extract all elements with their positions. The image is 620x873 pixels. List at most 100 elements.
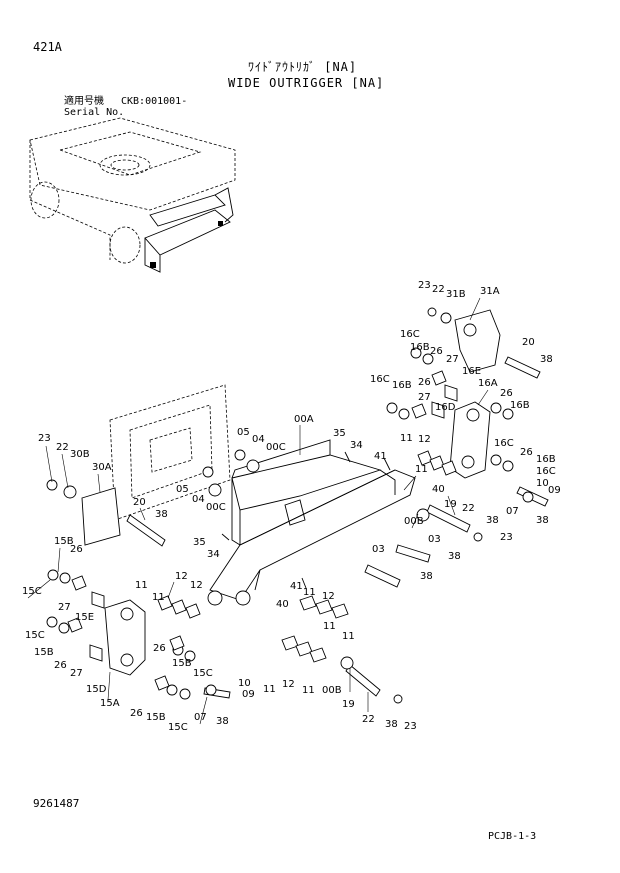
callout: 15C [168, 722, 188, 733]
callout: 27 [418, 392, 431, 403]
callout: 12 [175, 571, 188, 582]
callout: 16C [494, 438, 514, 449]
page-reference: PCJB-1-3 [488, 831, 537, 842]
callout: 15B [54, 536, 74, 547]
callout: 38 [448, 551, 461, 562]
callout: 15C [22, 586, 42, 597]
callout: 15A [100, 698, 120, 709]
callout: 23 [404, 721, 417, 732]
callout: 26 [54, 660, 67, 671]
callout: 30B [70, 449, 90, 460]
title-english: WIDE OUTRIGGER [NA] [228, 76, 385, 90]
bolts [221, 451, 391, 589]
callout: 41 [374, 451, 387, 462]
callout: 00C [206, 502, 226, 513]
callout: 15C [25, 630, 45, 641]
callout: 12 [190, 580, 203, 591]
callout: 16C [536, 466, 556, 477]
callout: 15B [34, 647, 54, 658]
callout: 15C [193, 668, 213, 679]
callout: 26 [500, 388, 513, 399]
callout: 15B [146, 712, 166, 723]
callout: 03 [372, 544, 385, 555]
callout: 23 [418, 280, 431, 291]
cover-30A [81, 487, 121, 546]
callout: 11 [415, 464, 428, 475]
shims [67, 370, 458, 691]
callout: 22 [432, 284, 445, 295]
drawing-number: 9261487 [33, 797, 80, 810]
callout: 38 [540, 354, 553, 365]
callout: 04 [192, 494, 205, 505]
callout: 12 [322, 591, 335, 602]
callout: 26 [70, 544, 83, 555]
callout: 27 [58, 602, 71, 613]
callout: 09 [548, 485, 561, 496]
callout: 07 [506, 506, 519, 517]
callout: 34 [350, 440, 363, 451]
callout: 11 [400, 433, 413, 444]
callout: 09 [242, 689, 255, 700]
callout: 15D [86, 684, 107, 695]
callout: 23 [38, 433, 51, 444]
machine-overview-sketch [29, 117, 236, 273]
callout: 16E [462, 366, 481, 377]
callout: 19 [342, 699, 355, 710]
callout: 12 [282, 679, 295, 690]
callout: 05 [237, 427, 250, 438]
callout: 40 [276, 599, 289, 610]
callout: 11 [302, 685, 315, 696]
callout: 04 [252, 434, 265, 445]
callout: 11 [152, 592, 165, 603]
outrigger-beam-00A [207, 439, 416, 606]
callout: 23 [500, 532, 513, 543]
callout: 16C [370, 374, 390, 385]
callout: 38 [155, 509, 168, 520]
callout-labels: 23 22 31B 31A 16C 16B 26 27 20 38 16E 16… [22, 280, 561, 733]
callout: 34 [207, 549, 220, 560]
callout: 41 [290, 581, 303, 592]
callout: 27 [446, 354, 459, 365]
callout: 15E [75, 612, 94, 623]
callout: 22 [362, 714, 375, 725]
bracket-15A [104, 599, 146, 676]
mounting-plate [109, 384, 231, 521]
callout: 16B [392, 380, 412, 391]
serial-label-japanese: 適用号機 [64, 96, 104, 107]
callout: 19 [444, 499, 457, 510]
serial-value: CKB:001001- [121, 96, 188, 107]
serial-label-english: Serial No. [64, 107, 125, 118]
callout: 22 [462, 503, 475, 514]
callout: 16B [536, 454, 556, 465]
washers-and-bushings [46, 307, 534, 704]
callout: 16C [400, 329, 420, 340]
callout: 26 [130, 708, 143, 719]
callout: 10 [536, 478, 549, 489]
callout: 31B [446, 289, 466, 300]
callout: 00B [404, 516, 424, 527]
callout: 35 [193, 537, 206, 548]
callout: 40 [432, 484, 445, 495]
callout: 11 [263, 684, 276, 695]
callout: 16B [410, 342, 430, 353]
callout: 00A [294, 414, 314, 425]
callout: 16A [478, 378, 498, 389]
callout: 05 [176, 484, 189, 495]
callout: 30A [92, 462, 112, 473]
callout: 07 [194, 712, 207, 723]
callout: 26 [520, 447, 533, 458]
callout: 11 [342, 631, 355, 642]
callout: 16B [510, 400, 530, 411]
callout: 12 [418, 434, 431, 445]
callout: 15B [172, 658, 192, 669]
callout: 38 [216, 716, 229, 727]
callout: 11 [323, 621, 336, 632]
callout: 11 [135, 580, 148, 591]
callout: 27 [70, 668, 83, 679]
callout: 38 [420, 571, 433, 582]
callout: 38 [486, 515, 499, 526]
callout: 16D [435, 402, 456, 413]
callout: 22 [56, 442, 69, 453]
title-japanese: ﾜｲﾄﾞｱｳﾄﾘｶﾞ [NA] [248, 60, 358, 74]
